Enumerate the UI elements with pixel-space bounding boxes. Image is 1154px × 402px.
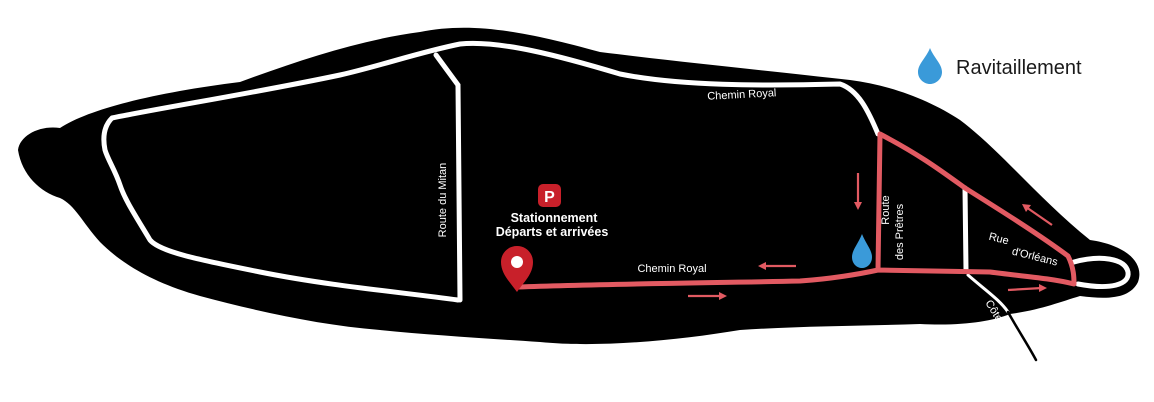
arrow-east-chemin-royal (688, 292, 727, 300)
road-route-du-mitan (433, 52, 463, 303)
parking-icon: P (538, 184, 561, 207)
road-east-tip (1071, 255, 1131, 289)
road-chemin-royal-loop (101, 40, 881, 303)
label-route-des-pretres-1: Route (880, 195, 892, 224)
water-drop-icon (852, 234, 872, 268)
parking-letter: P (544, 189, 555, 206)
label-rue-dorleans-1: Rue (987, 231, 1009, 248)
arrow-west-chemin-royal (758, 262, 796, 270)
map-pin-icon (501, 246, 533, 292)
label-route-des-pretres-2: des Prêtres (894, 203, 906, 260)
label-chemin-royal-north: Chemin Royal (707, 87, 777, 103)
legend-water-drop-icon (918, 48, 942, 84)
road-cote-du-pont (966, 273, 1010, 314)
legend-label: Ravitaillement (956, 57, 1082, 79)
arrow-east-cote (1007, 284, 1047, 292)
arrow-south-route-pretres (854, 173, 862, 210)
legend: Ravitaillement (918, 48, 1082, 84)
road-connector (962, 185, 969, 273)
road-cote-du-pont-offshore (1006, 310, 1038, 362)
parking-title: Stationnement (511, 211, 599, 225)
race-route-path (515, 131, 1077, 290)
arrow-northwest-rue-orleans (1022, 204, 1053, 226)
parking-subtitle: Départs et arrivées (496, 225, 609, 239)
label-chemin-royal-south: Chemin Royal (637, 263, 706, 275)
route-direction-arrows (688, 173, 1053, 300)
label-route-du-mitan: Route du Mitan (437, 163, 449, 238)
